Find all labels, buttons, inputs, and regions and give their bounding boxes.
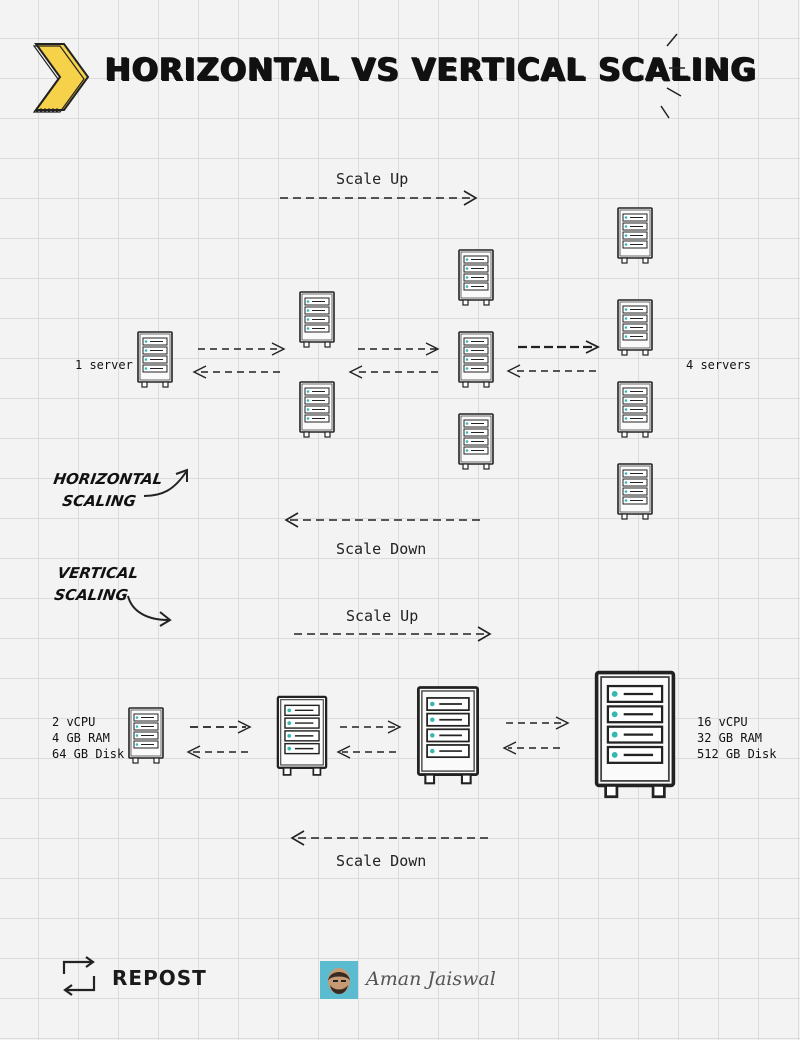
author-name: Aman Jaiswal: [366, 968, 496, 990]
repost-icon[interactable]: [56, 954, 102, 998]
server-rack-icon: [276, 695, 328, 777]
horizontal-scale-up-label: Scale Up: [336, 170, 409, 188]
sparkle-decoration-icon: [660, 33, 685, 119]
horizontal-left-caption: 1 server: [75, 358, 133, 372]
server-rack-icon: [299, 291, 335, 348]
scale-out-arrow-pair: [192, 342, 286, 379]
scale-up-arrow-pair: [502, 716, 570, 755]
server-rack-icon: [299, 381, 335, 438]
server-rack-icon: [416, 686, 480, 785]
scale-out-arrow-pair: [506, 340, 601, 378]
curved-arrow-icon: [143, 468, 188, 497]
horizontal-scale-up-arrow: [280, 190, 478, 206]
vertical-scale-down-label: Scale Down: [336, 852, 427, 870]
horizontal-scale-down-arrow: [284, 512, 480, 528]
vertical-right-specs: 16 vCPU 32 GB RAM 512 GB Disk: [697, 715, 777, 761]
vertical-left-specs: 2 vCPU 4 GB RAM 64 GB Disk: [52, 715, 125, 761]
scale-up-arrow-pair: [186, 720, 252, 759]
server-rack-icon: [617, 207, 653, 264]
vertical-scale-up-arrow: [294, 626, 492, 642]
server-rack-icon: [458, 249, 494, 306]
server-rack-icon: [458, 413, 494, 470]
avatar-face-icon: [328, 968, 350, 994]
vertical-scale-down-arrow: [290, 830, 488, 846]
server-rack-icon: [128, 707, 164, 764]
server-rack-icon: [458, 331, 494, 388]
scale-up-arrow-pair: [336, 720, 402, 759]
scale-out-arrow-pair: [348, 342, 440, 379]
chevron-logo-icon: [32, 43, 90, 113]
server-rack-icon: [617, 463, 653, 520]
page-title: Horizontal vs Vertical Scaling: [104, 52, 757, 88]
horizontal-right-caption: 4 servers: [686, 358, 752, 372]
server-rack-icon: [617, 381, 653, 438]
avatar: [320, 961, 358, 999]
server-rack-icon: [137, 331, 173, 388]
curved-arrow-icon: [127, 595, 172, 627]
server-rack-icon: [617, 299, 653, 356]
horizontal-scale-down-label: Scale Down: [336, 540, 427, 558]
repost-label[interactable]: Repost: [112, 966, 207, 990]
vertical-scale-up-label: Scale Up: [346, 607, 419, 625]
server-rack-icon: [594, 670, 676, 799]
